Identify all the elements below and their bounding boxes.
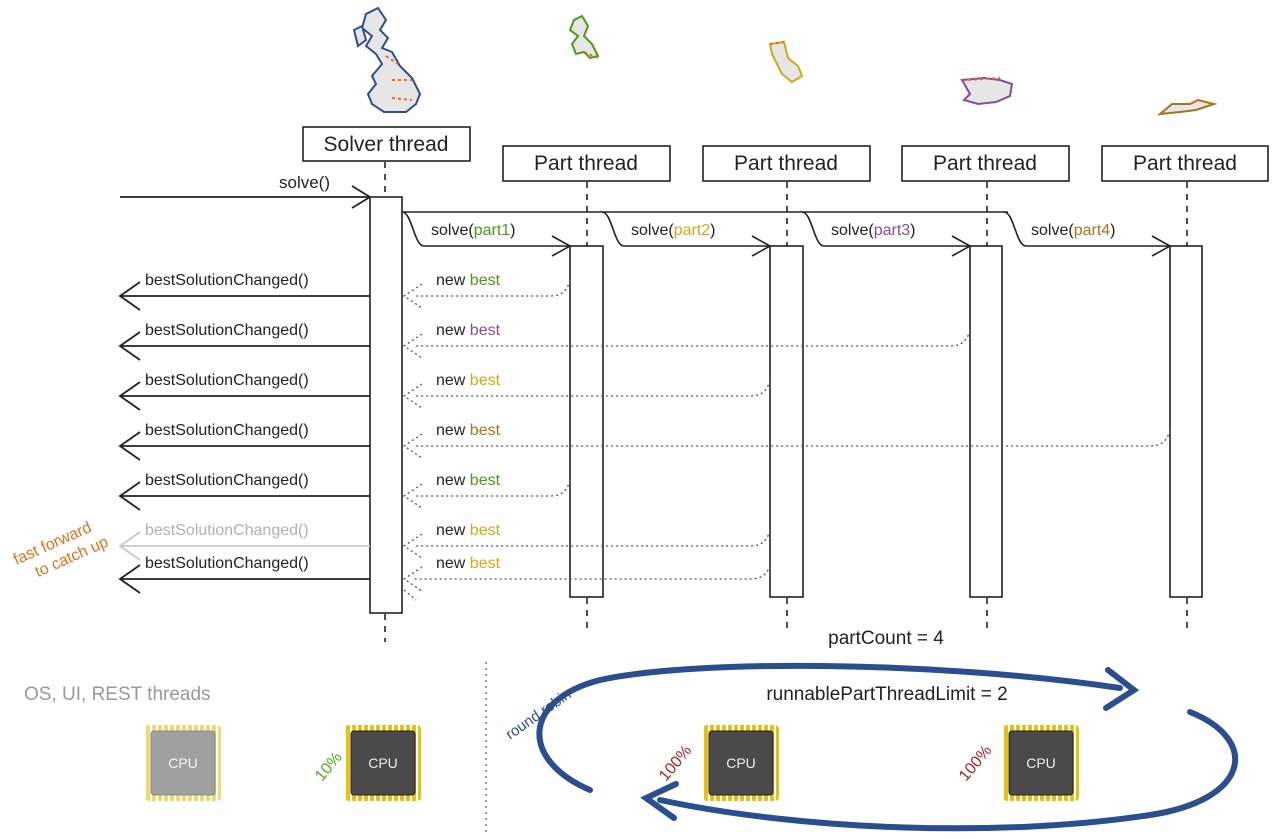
round-robin-cycle xyxy=(536,662,1239,832)
cpu-chip-idle-icon: CPU xyxy=(145,725,221,801)
cpu-usage-100-b: 100% xyxy=(956,742,995,784)
part-activation-bar-4 xyxy=(1169,245,1203,598)
callback-label-2: bestSolutionChanged() xyxy=(145,322,309,339)
callback-arrow-faded xyxy=(118,531,370,561)
callback-arrows xyxy=(118,281,370,594)
part-activation-bar-3 xyxy=(969,245,1003,598)
solve-part2-label: solve(part2) xyxy=(631,222,715,239)
cpu-idle-label: CPU xyxy=(168,755,198,771)
uk-map-icon xyxy=(352,6,422,113)
other-threads-label: OS, UI, REST threads xyxy=(24,684,211,705)
solve-part3-label: solve(part3) xyxy=(831,222,915,239)
new-best-label-7: new best xyxy=(436,555,501,572)
part-activation-bar-1 xyxy=(569,245,604,598)
part-thread-label-3: Part thread xyxy=(933,152,1037,175)
activation-bars xyxy=(369,196,1203,614)
callback-label-6-faded: bestSolutionChanged() xyxy=(145,522,309,539)
solver-thread-label: Solver thread xyxy=(324,133,449,156)
cpu-chip-100a-icon: CPU xyxy=(703,725,779,801)
new-best-label-4: new best xyxy=(436,422,501,439)
callback-label-3: bestSolutionChanged() xyxy=(145,372,309,389)
part-solve-calls xyxy=(401,211,1172,257)
callback-label-7: bestSolutionChanged() xyxy=(145,555,309,572)
part-thread-label-1: Part thread xyxy=(534,152,638,175)
new-best-label-2: new best xyxy=(436,322,501,339)
cpu-100b-label: CPU xyxy=(1026,755,1056,771)
southwest-england-map-icon xyxy=(1156,98,1218,116)
part-thread-header-2: Part thread xyxy=(702,145,871,182)
new-best-return-lines xyxy=(402,279,1171,601)
new-best-label-1: new best xyxy=(436,272,501,289)
cpu-chip-100b-icon: CPU xyxy=(1003,725,1079,801)
solver-thread-header: Solver thread xyxy=(302,126,471,162)
cpu-usage-10: 10% xyxy=(312,749,346,784)
new-best-label-6: new best xyxy=(436,522,501,539)
part-thread-header-1: Part thread xyxy=(502,145,671,182)
solver-activation-bar xyxy=(369,196,403,614)
callback-labels: bestSolutionChanged() bestSolutionChange… xyxy=(145,272,309,572)
solve-part1-label: solve(part1) xyxy=(431,222,515,239)
new-best-labels: new best new best new best new best new … xyxy=(436,272,501,572)
north-england-map-icon xyxy=(768,40,804,84)
part-count-label: partCount = 4 xyxy=(828,628,944,649)
part-thread-header-3: Part thread xyxy=(901,145,1070,182)
cpu-100a-label: CPU xyxy=(726,755,756,771)
part-thread-label-2: Part thread xyxy=(734,152,838,175)
cpu-usage-100-a: 100% xyxy=(656,742,695,784)
callback-label-1: bestSolutionChanged() xyxy=(145,272,309,289)
new-best-label-5: new best xyxy=(436,472,501,489)
solve-call-label: solve() xyxy=(279,173,330,192)
callback-label-5: bestSolutionChanged() xyxy=(145,472,309,489)
part-thread-header-4: Part thread xyxy=(1101,145,1269,182)
runnable-limit-label: runnablePartThreadLimit = 2 xyxy=(766,684,1007,705)
cpu-chip-10-icon: CPU xyxy=(345,725,421,801)
scotland-map-icon xyxy=(568,14,600,60)
part-call-labels: solve(part1) solve(part2) solve(part3) s… xyxy=(431,222,1115,239)
fast-forward-note: fast forward to catch up xyxy=(11,519,111,581)
new-best-label-3: new best xyxy=(436,372,501,389)
cpu-10-label: CPU xyxy=(368,755,398,771)
part-activation-bar-2 xyxy=(769,245,804,598)
part-thread-label-4: Part thread xyxy=(1133,152,1237,175)
south-england-map-icon xyxy=(960,76,1014,106)
solve-part4-label: solve(part4) xyxy=(1031,222,1115,239)
lifelines xyxy=(384,162,1188,642)
solve-call-arrow: solve() xyxy=(120,173,372,209)
callback-label-4: bestSolutionChanged() xyxy=(145,422,309,439)
